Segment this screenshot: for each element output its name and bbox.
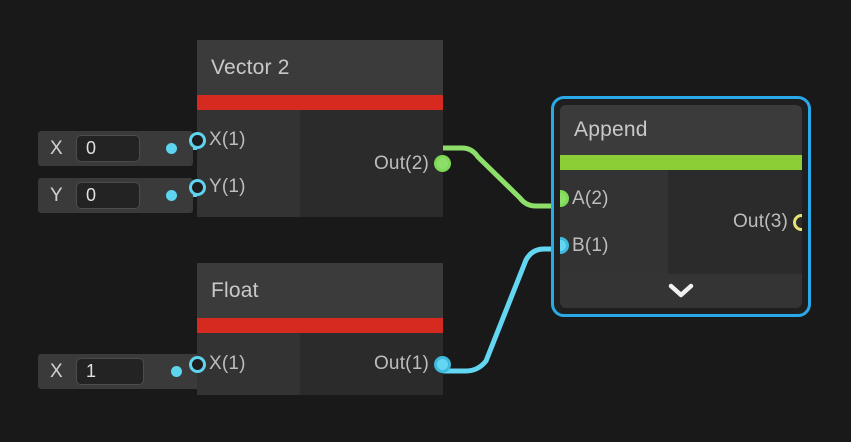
node-accent-bar bbox=[560, 155, 802, 170]
port-label: Y(1) bbox=[209, 176, 246, 197]
node-inner: Append A(2) B(1) Out(3) bbox=[560, 105, 802, 308]
port-row-input-y[interactable]: Y(1) bbox=[189, 164, 300, 211]
port-label: Out(3) bbox=[732, 211, 788, 232]
float-x-input[interactable]: 1 bbox=[76, 358, 144, 385]
node-expand-footer[interactable] bbox=[560, 274, 802, 308]
property-connector-dot[interactable] bbox=[166, 190, 177, 201]
node-title: Vector 2 bbox=[197, 40, 443, 95]
port-dot-icon[interactable] bbox=[189, 355, 206, 373]
port-dot-icon[interactable] bbox=[434, 155, 451, 172]
property-connector-dot[interactable] bbox=[171, 366, 182, 377]
port-dot-icon[interactable] bbox=[434, 355, 451, 373]
property-label: X bbox=[50, 137, 63, 159]
port-label: Out(2) bbox=[373, 152, 429, 174]
port-dot-icon[interactable] bbox=[189, 178, 206, 196]
node-accent-bar bbox=[197, 95, 443, 110]
property-connector-dot[interactable] bbox=[166, 143, 177, 154]
input-port-column: A(2) B(1) bbox=[560, 170, 668, 274]
port-dot-icon[interactable] bbox=[560, 237, 569, 254]
output-port-column: Out(1) bbox=[300, 333, 451, 395]
node-body: A(2) B(1) Out(3) bbox=[560, 170, 802, 274]
port-row-input-b[interactable]: B(1) bbox=[560, 222, 668, 269]
output-port-column: Out(2) bbox=[300, 110, 451, 217]
port-label: B(1) bbox=[572, 234, 609, 256]
node-body: X(1) Y(1) Out(2) bbox=[189, 110, 451, 217]
vector2-y-input[interactable]: 0 bbox=[76, 182, 140, 209]
input-port-column: X(1) bbox=[189, 333, 300, 395]
port-row-input-x[interactable]: X(1) bbox=[189, 341, 300, 388]
port-row-output-out[interactable]: Out(2) bbox=[300, 140, 451, 187]
node-title: Append bbox=[560, 105, 802, 155]
node-append[interactable]: Append A(2) B(1) Out(3) bbox=[551, 96, 811, 317]
property-label: Y bbox=[50, 184, 63, 206]
port-dot-icon[interactable] bbox=[560, 190, 569, 207]
port-label: Out(1) bbox=[373, 353, 429, 374]
node-accent-bar bbox=[197, 318, 443, 333]
port-label: X(1) bbox=[209, 353, 246, 374]
port-row-input-x[interactable]: X(1) bbox=[189, 117, 300, 164]
chevron-down-icon[interactable] bbox=[668, 283, 694, 299]
node-float[interactable]: Float X(1) Out(1) bbox=[189, 263, 451, 395]
input-port-column: X(1) Y(1) bbox=[189, 110, 300, 217]
vector2-x-input[interactable]: 0 bbox=[76, 135, 140, 162]
port-dot-icon[interactable] bbox=[793, 213, 802, 231]
port-row-output-out[interactable]: Out(3) bbox=[668, 199, 802, 246]
property-row-vector2-x[interactable]: X 0 bbox=[38, 131, 193, 166]
port-dot-icon[interactable] bbox=[189, 131, 206, 149]
output-port-column: Out(3) bbox=[668, 170, 802, 274]
port-row-input-a[interactable]: A(2) bbox=[560, 175, 668, 222]
port-row-output-out[interactable]: Out(1) bbox=[300, 341, 451, 388]
port-label: X(1) bbox=[209, 129, 246, 150]
node-title: Float bbox=[197, 263, 443, 318]
node-body: X(1) Out(1) bbox=[189, 333, 451, 395]
port-label: A(2) bbox=[572, 187, 609, 209]
property-row-vector2-y[interactable]: Y 0 bbox=[38, 178, 193, 213]
node-vector2[interactable]: Vector 2 X(1) Y(1) Out(2) bbox=[189, 40, 451, 217]
property-label: X bbox=[50, 360, 63, 382]
property-row-float-x[interactable]: X 1 bbox=[38, 354, 200, 389]
